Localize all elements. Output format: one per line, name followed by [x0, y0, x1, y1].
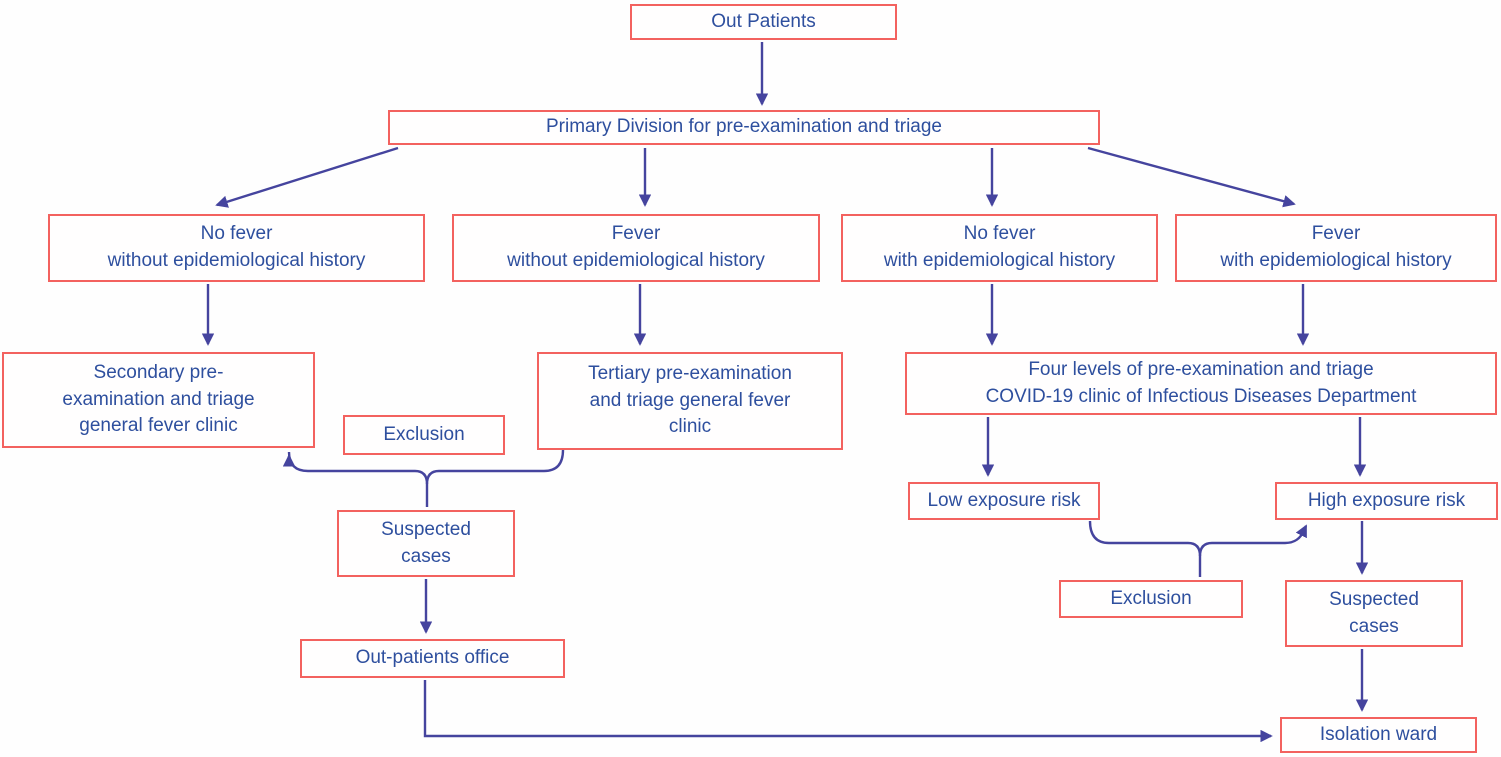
- node-label: Out Patients: [711, 10, 816, 32]
- node-high-exposure-risk: High exposure risk: [1275, 482, 1498, 520]
- node-suspected-cases-right: Suspected cases: [1285, 580, 1463, 647]
- node-label: Out-patients office: [355, 647, 510, 669]
- node-four-levels-covid-clinic: Four levels of pre-examination and triag…: [905, 352, 1497, 415]
- node-secondary-clinic: Secondary pre- examination and triage ge…: [2, 352, 315, 448]
- node-suspected-cases-left: Suspected cases: [337, 510, 515, 577]
- node-label: Tertiary pre-examination and triage gene…: [588, 362, 792, 438]
- node-label: Fever with epidemiological history: [1220, 223, 1452, 271]
- node-label: Suspected cases: [1329, 588, 1419, 637]
- node-no-fever-with-history: No fever with epidemiological history: [841, 214, 1158, 282]
- node-label: Exclusion: [383, 423, 465, 445]
- node-isolation-ward: Isolation ward: [1280, 717, 1477, 753]
- node-out-patients: Out Patients: [630, 4, 897, 40]
- node-primary-division: Primary Division for pre-examination and…: [388, 110, 1100, 145]
- node-exclusion-left: Exclusion: [343, 415, 505, 455]
- node-tertiary-clinic: Tertiary pre-examination and triage gene…: [537, 352, 843, 450]
- node-label: High exposure risk: [1307, 489, 1466, 511]
- node-label: Fever without epidemiological history: [507, 223, 765, 271]
- node-fever-with-history: Fever with epidemiological history: [1175, 214, 1497, 282]
- node-label: No fever with epidemiological history: [883, 223, 1116, 271]
- node-label: Suspected cases: [381, 518, 471, 567]
- node-low-exposure-risk: Low exposure risk: [908, 482, 1100, 520]
- node-label: Exclusion: [1110, 587, 1192, 609]
- node-label: Low exposure risk: [927, 489, 1081, 511]
- node-exclusion-right: Exclusion: [1059, 580, 1243, 618]
- node-fever-without-history: Fever without epidemiological history: [452, 214, 820, 282]
- node-label: Four levels of pre-examination and triag…: [985, 358, 1417, 407]
- node-label: Primary Division for pre-examination and…: [546, 116, 942, 138]
- node-out-patients-office: Out-patients office: [300, 639, 565, 678]
- node-label: Isolation ward: [1319, 723, 1438, 745]
- node-label: Secondary pre- examination and triage ge…: [62, 361, 255, 437]
- node-no-fever-without-history: No fever without epidemiological history: [48, 214, 425, 282]
- node-label: No fever without epidemiological history: [107, 223, 366, 271]
